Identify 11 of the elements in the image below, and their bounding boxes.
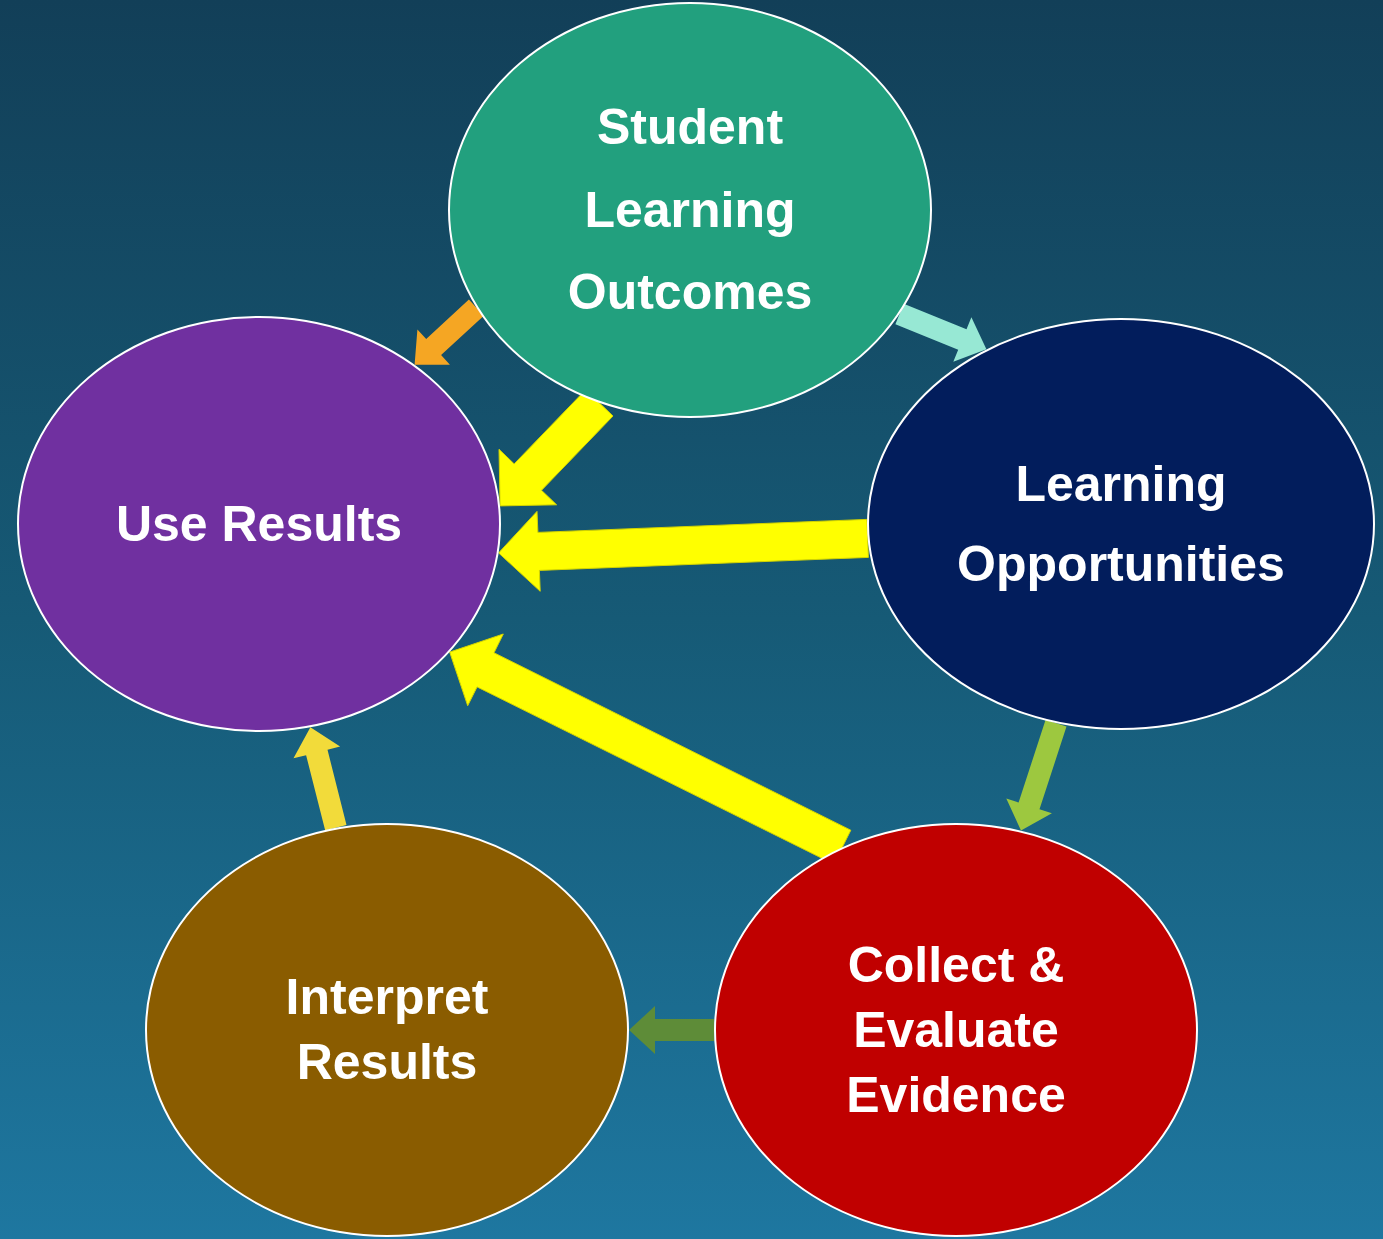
node-label: Learning Opportunities xyxy=(956,455,1286,594)
node-label: Use Results xyxy=(115,494,403,554)
block-arrow xyxy=(293,727,347,831)
node-label: Collect & Evaluate Evidence xyxy=(845,935,1067,1125)
block-arrow xyxy=(1006,719,1067,831)
node-label: Student Learning Outcomes xyxy=(566,98,814,323)
block-arrow xyxy=(895,303,987,362)
node-label: Interpret Results xyxy=(284,968,490,1092)
block-arrow xyxy=(629,1006,714,1054)
block-arrow xyxy=(414,299,484,365)
block-arrow xyxy=(498,510,869,592)
